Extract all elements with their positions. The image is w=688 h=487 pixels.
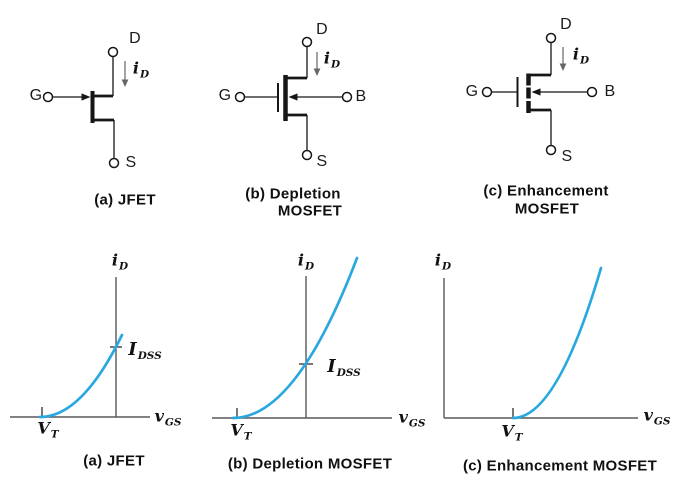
emos-drain-terminal	[545, 32, 557, 44]
dmos-transfer-curve	[231, 256, 359, 420]
emos-gate-terminal	[481, 86, 493, 98]
emos-current-label-sub: D	[579, 54, 590, 67]
dmos-current-label: iD	[324, 50, 340, 70]
emos-drain-label: D	[560, 16, 572, 33]
jfet-graph-x-label-base: v	[154, 406, 164, 426]
jfet-graph-y-label-sub: D	[118, 260, 129, 273]
emos-gate-label: G	[465, 83, 479, 100]
jfet-graph-y-label-base: i	[111, 250, 118, 270]
dmos-graph-x-label: vGS	[399, 409, 426, 429]
dmos-graph-caption: (b) Depletion MOSFET	[227, 455, 393, 473]
dmos-current-arrowhead-icon	[313, 68, 321, 76]
dmos-graph-y-label-base: i	[297, 250, 304, 270]
dmos-current-label-sub: D	[330, 58, 341, 71]
emos-current-label-base: i	[572, 44, 579, 64]
jfet-graph-vt-label-sub: T	[50, 428, 59, 441]
dmos-drain-terminal	[301, 36, 313, 48]
emos-source-label: S	[561, 148, 573, 165]
dmos-source-terminal	[301, 149, 313, 161]
dmos-current-label-base: i	[323, 48, 330, 68]
jfet-graph-y-label: iD	[112, 252, 128, 272]
emos-body-arrowhead-icon	[531, 88, 541, 96]
emos-graph-y-label-base: i	[434, 250, 441, 270]
jfet-gate-terminal	[42, 91, 54, 103]
jfet-graph	[10, 277, 150, 419]
dmos-gate-terminal	[234, 91, 246, 103]
jfet-current-label-base: i	[132, 58, 139, 78]
jfet-gate-arrowhead-icon	[81, 93, 91, 101]
dmos-graph-idss-label-base: I	[327, 355, 336, 377]
emos-graph-x-label-base: v	[643, 405, 653, 425]
jfet-graph-caption: (a) JFET	[83, 452, 145, 470]
emos-body-terminal	[586, 86, 598, 98]
dmos-graph-idss-label-sub: DSS	[336, 366, 361, 379]
jfet-current-label-sub: D	[139, 68, 150, 81]
emos-graph-caption: (c) Enhancement MOSFET	[462, 457, 658, 475]
jfet-symbol	[42, 46, 129, 169]
jfet-current-label: iD	[133, 60, 149, 80]
jfet-drain-terminal	[107, 46, 119, 58]
dmos-body-arrowhead-icon	[288, 93, 298, 101]
emos-current-arrowhead-icon	[559, 63, 567, 71]
emos-graph-x-label-sub: GS	[653, 415, 671, 428]
emos-symbol-caption-line1: (c) Enhancement	[483, 182, 609, 200]
jfet-gate-label: G	[29, 87, 43, 104]
jfet-transfer-curve	[38, 333, 124, 419]
dmos-graph-vt-label: VT	[230, 422, 251, 442]
emos-graph-x-label: vGS	[644, 407, 671, 427]
dmos-graph-y-label: iD	[298, 252, 314, 272]
dmos-source-label: S	[316, 153, 328, 170]
dmos-graph-y-label-sub: D	[304, 260, 315, 273]
dmos-graph-idss-label: IDSS	[327, 355, 361, 379]
dmos-gate-label: G	[218, 87, 232, 104]
enhancement-mosfet-graph	[443, 266, 638, 420]
dmos-symbol-caption-line2: MOSFET	[277, 202, 343, 220]
emos-graph-y-label-sub: D	[441, 260, 452, 273]
jfet-graph-idss-label-base: I	[128, 338, 137, 360]
emos-source-terminal	[545, 144, 557, 156]
depletion-mosfet-symbol	[234, 36, 353, 161]
jfet-source-terminal	[108, 157, 120, 169]
dmos-body-terminal	[341, 91, 353, 103]
emos-body-label: B	[604, 83, 616, 100]
jfet-graph-idss-label: IDSS	[128, 338, 162, 362]
dmos-graph-x-label-sub: GS	[408, 417, 426, 430]
dmos-graph-vt-label-base: V	[230, 420, 243, 440]
emos-symbol-caption-line2: MOSFET	[514, 200, 580, 218]
emos-graph-vt-label-base: V	[501, 421, 514, 441]
jfet-graph-x-label-sub: GS	[164, 416, 182, 429]
enhancement-mosfet-symbol	[481, 32, 598, 156]
dmos-body-label: B	[355, 88, 367, 105]
dmos-graph-x-label-base: v	[398, 407, 408, 427]
jfet-graph-vt-label: VT	[37, 420, 58, 440]
emos-transfer-curve	[511, 266, 603, 420]
jfet-graph-x-label: vGS	[155, 408, 182, 428]
jfet-source-label: S	[125, 154, 137, 171]
dmos-graph-vt-label-sub: T	[243, 430, 252, 443]
emos-graph-vt-label: VT	[501, 423, 522, 443]
dmos-drain-label: D	[316, 21, 328, 38]
emos-graph-y-label: iD	[435, 252, 451, 272]
emos-current-label: iD	[573, 46, 589, 66]
jfet-symbol-caption: (a) JFET	[94, 191, 156, 209]
dmos-symbol-caption-line1: (b) Depletion	[245, 185, 341, 203]
jfet-current-arrowhead-icon	[121, 79, 129, 87]
jfet-graph-vt-label-base: V	[37, 418, 50, 438]
emos-graph-vt-label-sub: T	[514, 431, 523, 444]
jfet-graph-idss-label-sub: DSS	[137, 349, 162, 362]
jfet-drain-label: D	[129, 30, 141, 47]
depletion-mosfet-graph	[212, 256, 392, 420]
